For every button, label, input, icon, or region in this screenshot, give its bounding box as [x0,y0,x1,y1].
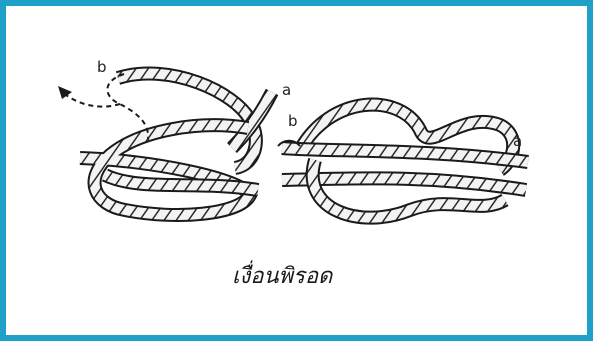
left-end-b-label: b [97,58,107,76]
right-end-b-label: b [288,112,298,130]
left-knot-diagram [58,74,272,215]
left-end-a-label: a [282,81,291,99]
figure-caption: เงื่อนพิรอด [232,258,332,293]
right-knot-diagram [278,105,528,218]
right-end-a-label: a [513,132,522,150]
